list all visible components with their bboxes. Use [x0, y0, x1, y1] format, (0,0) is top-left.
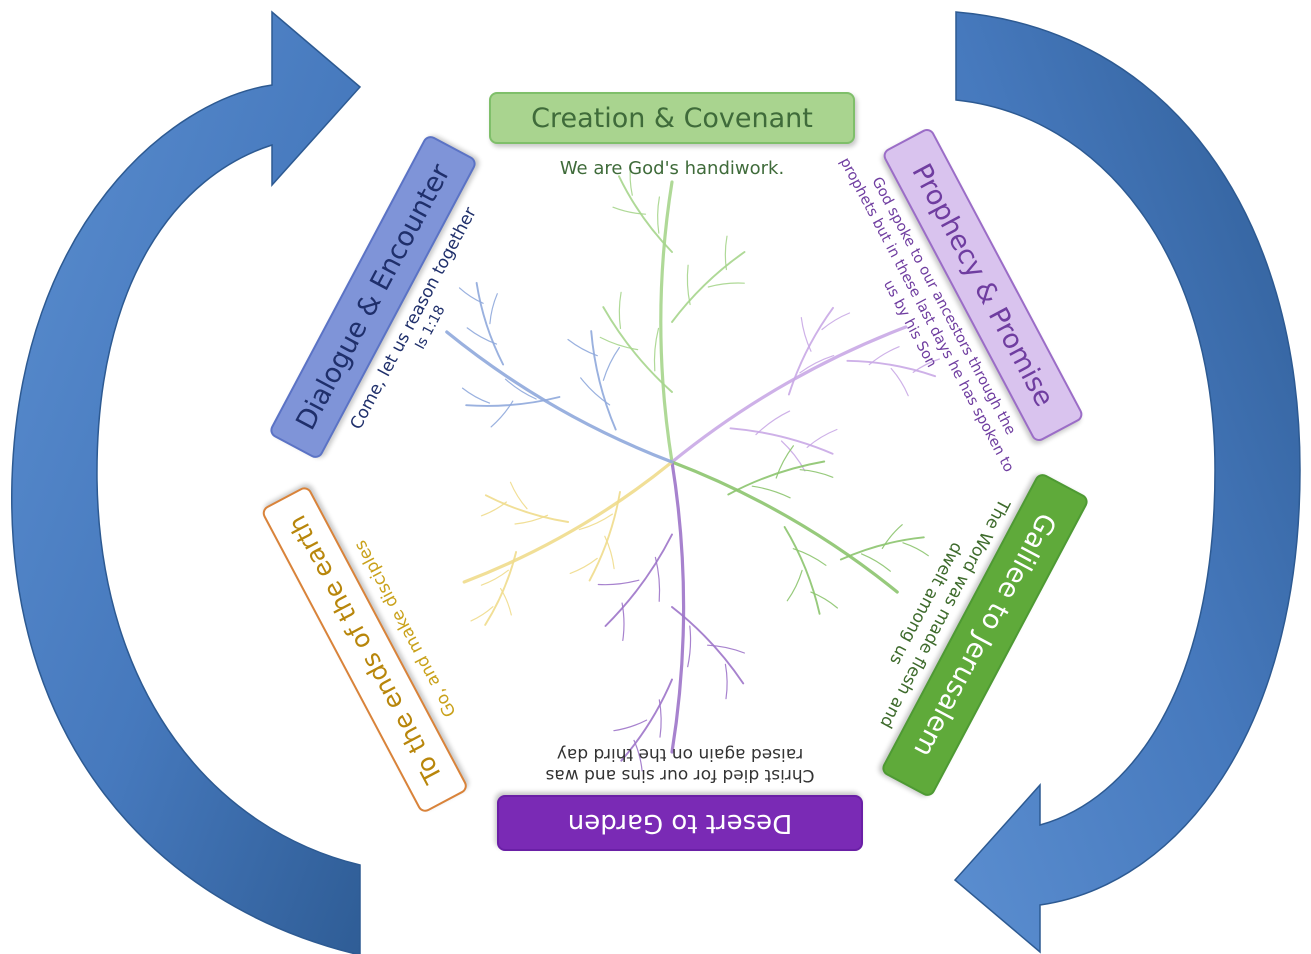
cycle-arrow-left — [11, 10, 362, 954]
tree-branch-dialogue — [445, 281, 674, 464]
tree-branch-prophecy — [670, 306, 940, 472]
tree-branch-creation — [599, 164, 746, 464]
tree-branch-galilee — [670, 445, 929, 615]
hexagon-backdrop — [285, 95, 1060, 860]
tree-branch-ends — [462, 460, 674, 626]
banner-creation: Creation & Covenant — [489, 92, 855, 144]
tree-branch-desert — [597, 460, 745, 772]
cycle-arrow-right — [953, 11, 1301, 954]
banner-desert: Desert to Garden — [497, 795, 863, 851]
branching-tree — [445, 164, 940, 772]
title-desert: Desert to Garden — [567, 808, 793, 838]
caption-creation: We are God's handiwork. — [559, 158, 785, 179]
caption-desert: Christ died for our sins and was raised … — [545, 743, 815, 785]
title-creation: Creation & Covenant — [531, 102, 813, 134]
